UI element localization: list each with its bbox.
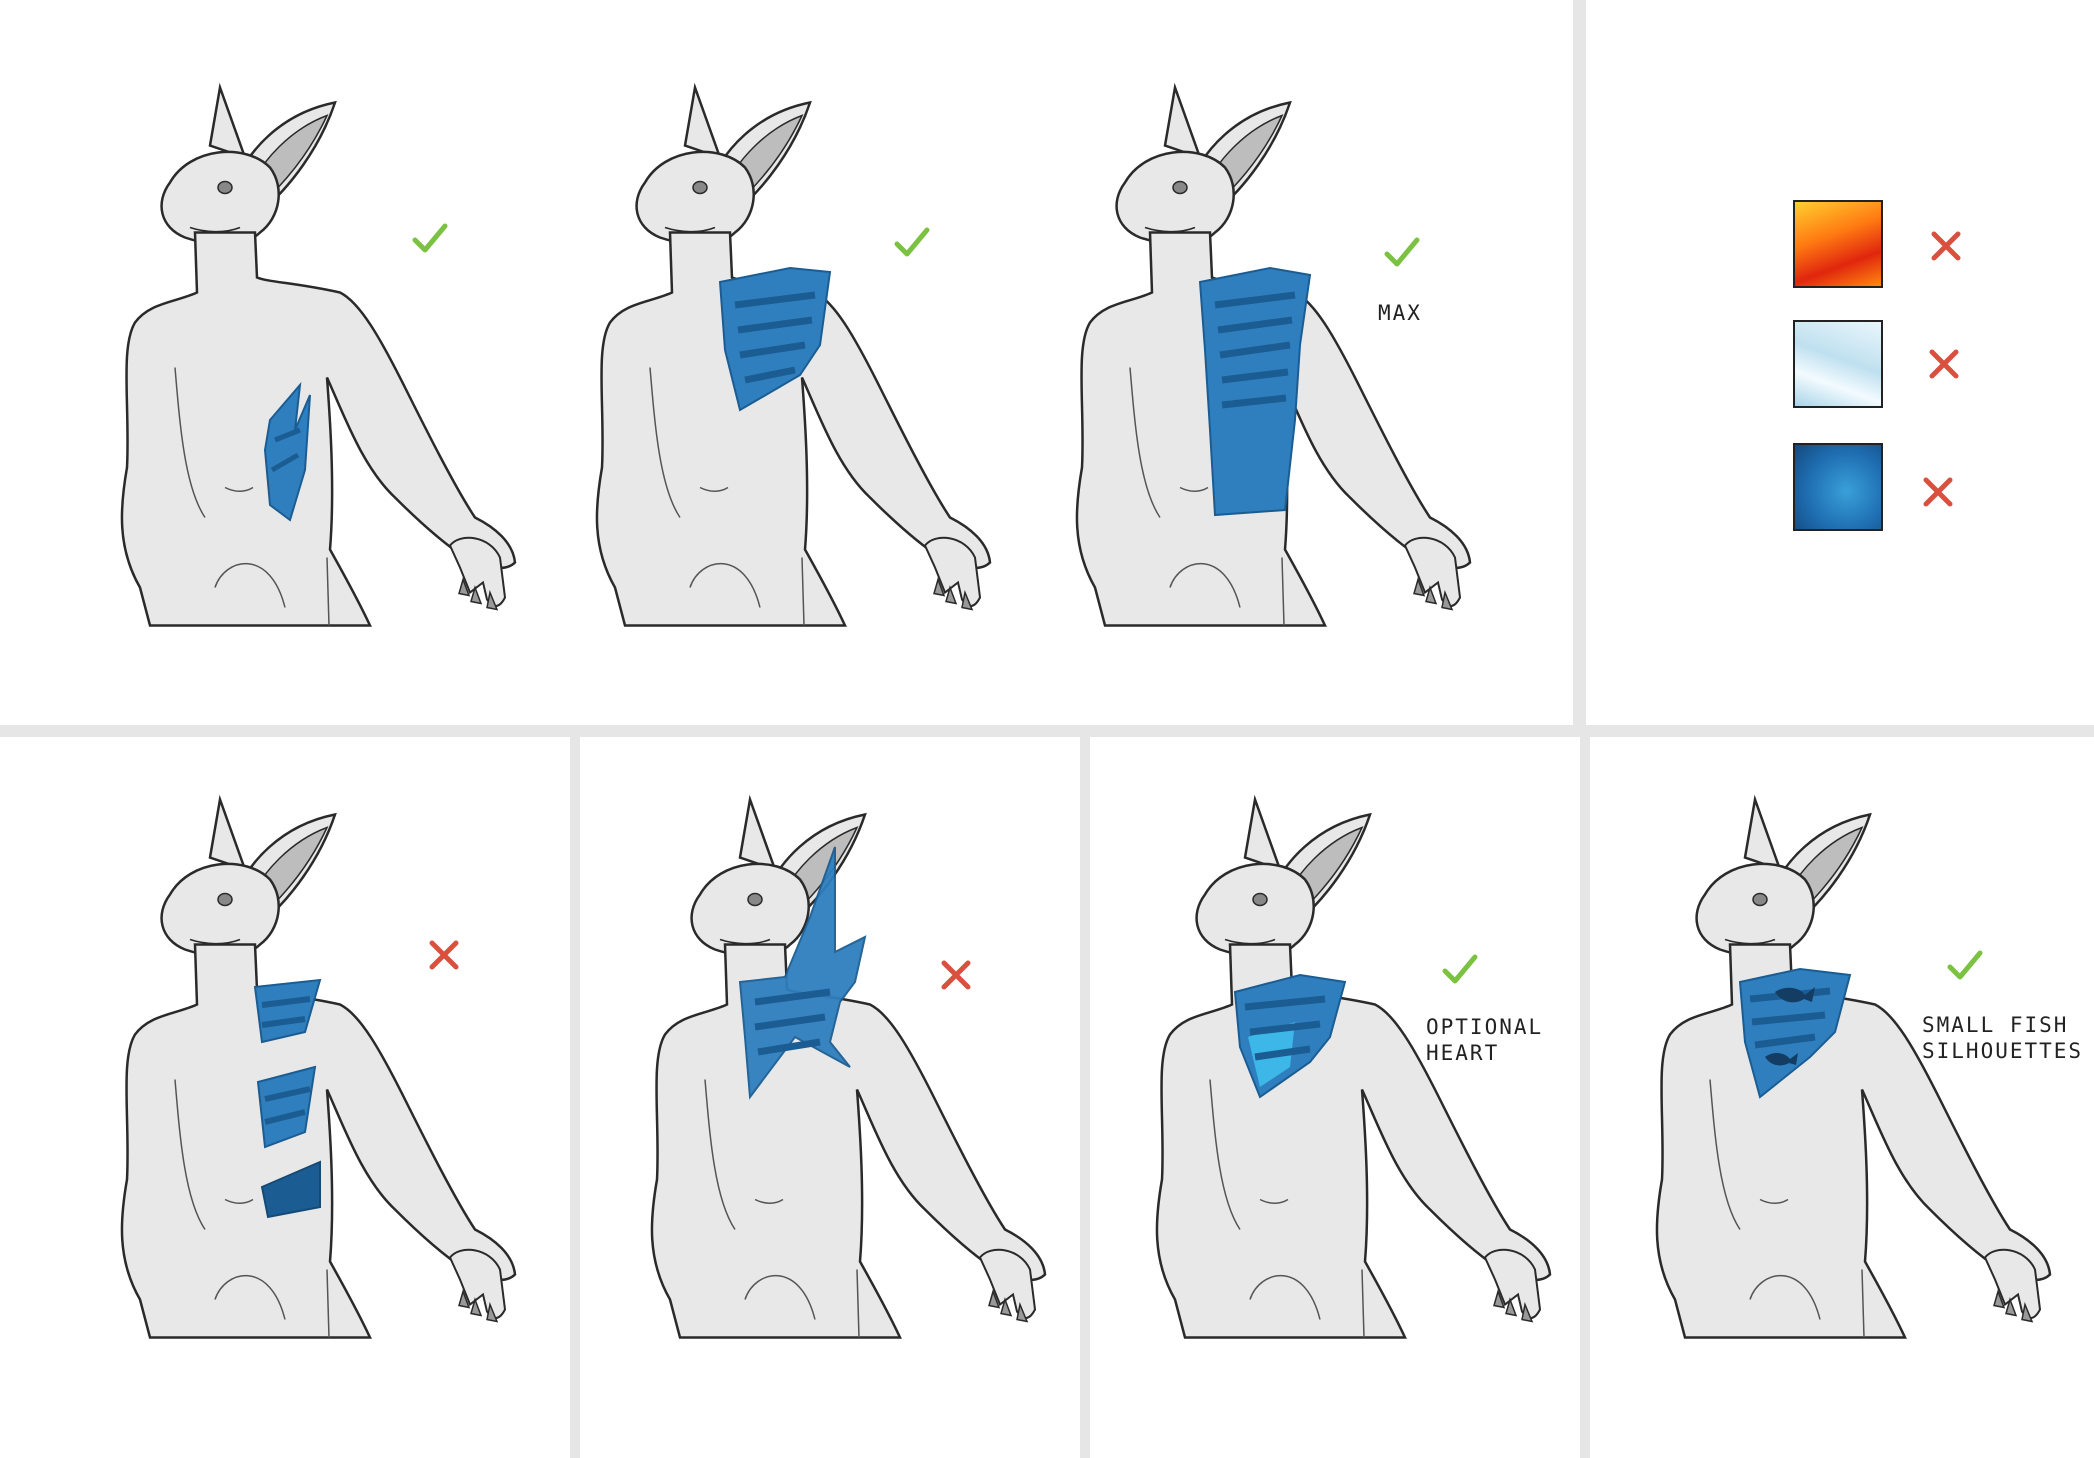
note-max: MAX xyxy=(1378,301,1422,325)
check-icon xyxy=(1440,949,1480,989)
check-icon xyxy=(1382,232,1422,272)
ice-swatch xyxy=(1793,320,1883,408)
cross-icon xyxy=(936,955,976,995)
crystal-patch-8 xyxy=(1738,967,1852,1099)
panel-7: OPTIONAL HEART xyxy=(1090,737,1580,1458)
cross-icon xyxy=(424,935,464,975)
crystal-shard-5c xyxy=(260,1160,321,1219)
fish-silhouette-2 xyxy=(1765,1053,1798,1066)
rabbit-figure-1 xyxy=(120,86,517,627)
fire-swatch xyxy=(1793,200,1883,288)
crystal-patch-6 xyxy=(738,846,867,1100)
rabbit-figure-8 xyxy=(1655,798,2052,1339)
rabbit-figure-2 xyxy=(595,86,992,627)
panel-6 xyxy=(580,737,1080,1458)
cross-icon xyxy=(1918,472,1958,512)
rabbit-figure-7 xyxy=(1155,798,1552,1339)
panel-4-swatches xyxy=(1586,0,2094,725)
panel-8: SMALL FISH SILHOUETTES xyxy=(1590,737,2094,1458)
panel-5 xyxy=(0,737,570,1458)
rabbit-figure-5 xyxy=(120,798,517,1339)
note-optional-heart: OPTIONAL HEART xyxy=(1426,1015,1544,1065)
crystal-shard-5b xyxy=(256,1065,317,1149)
panel-1: MAX xyxy=(0,0,1573,725)
water-swatch xyxy=(1793,443,1883,531)
note-small-fish-silhouettes: SMALL FISH SILHOUETTES xyxy=(1922,1013,2084,1063)
rabbit-figure-6 xyxy=(650,798,1047,1339)
cross-icon xyxy=(1926,226,1966,266)
check-icon xyxy=(1945,945,1985,985)
crystal-patch-1 xyxy=(263,381,311,522)
rabbit-figure-3 xyxy=(1075,86,1472,627)
fish-silhouette xyxy=(1775,987,1815,1003)
cross-icon xyxy=(1924,344,1964,384)
